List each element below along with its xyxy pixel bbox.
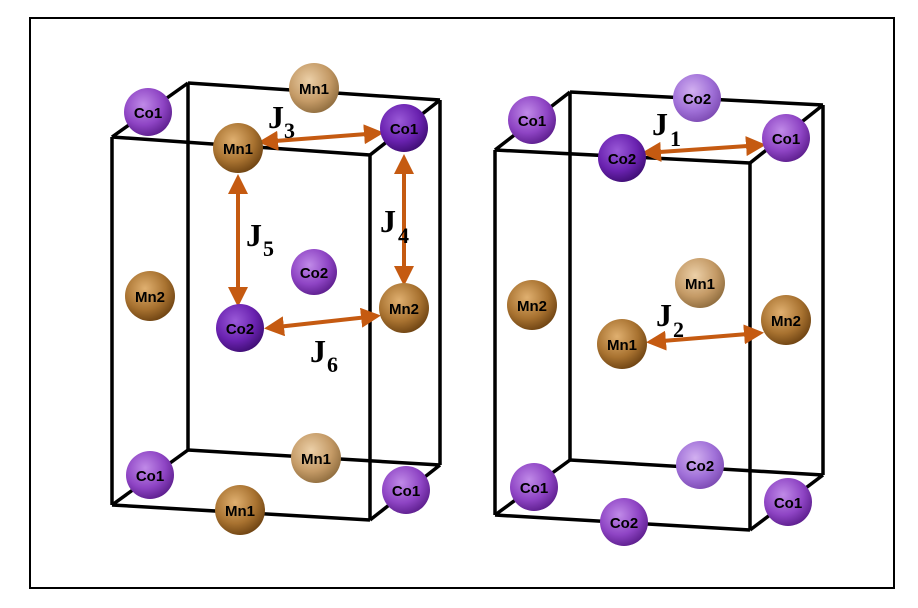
atom-label: Co2 [610, 515, 638, 532]
label-j3: J 3 [268, 99, 295, 143]
atom-label: Mn1 [223, 141, 253, 158]
atom-label: Mn2 [389, 301, 419, 318]
atom-mn2: Mn2 [507, 280, 557, 330]
atom-co1: Co1 [124, 88, 172, 136]
atom-co1: Co1 [764, 478, 812, 526]
atom-co2: Co2 [673, 74, 721, 122]
figure-border [29, 17, 895, 589]
atom-co2: Co2 [291, 249, 337, 295]
atom-label: Mn1 [225, 503, 255, 520]
atom-mn1: Mn1 [597, 319, 647, 369]
j3-subscript: 3 [284, 118, 295, 143]
atom-co2: Co2 [600, 498, 648, 546]
j3-letter: J [268, 99, 284, 135]
atom-mn2: Mn2 [379, 283, 429, 333]
j2-subscript: 2 [673, 317, 684, 342]
label-j2: J 2 [656, 297, 684, 342]
atom-label: Co1 [772, 131, 800, 148]
exchange-arrows [228, 124, 766, 351]
atom-label: Mn2 [135, 289, 165, 306]
atom-label: Co1 [136, 468, 164, 485]
atom-label: Co1 [390, 121, 418, 138]
atom-label: Mn2 [517, 298, 547, 315]
label-j5: J 5 [246, 217, 274, 261]
atom-label: Co1 [520, 480, 548, 497]
atom-mn1: Mn1 [215, 485, 265, 535]
arrow-j2 [646, 324, 764, 351]
arrow-j3 [258, 124, 384, 151]
atom-label: Co2 [608, 151, 636, 168]
atom-label: Mn1 [299, 81, 329, 98]
atom-label: Co1 [518, 113, 546, 130]
atom-co1: Co1 [510, 463, 558, 511]
atom-label: Mn1 [301, 451, 331, 468]
label-j6: J 6 [310, 333, 338, 377]
atom-label: Mn2 [771, 313, 801, 330]
atom-co2: Co2 [676, 441, 724, 489]
atom-mn2: Mn2 [125, 271, 175, 321]
j1-letter: J [652, 106, 668, 142]
atom-co1: Co1 [508, 96, 556, 144]
j6-subscript: 6 [327, 352, 338, 377]
atom-label: Co1 [134, 105, 162, 122]
j4-letter: J [380, 203, 396, 239]
atom-label: Mn1 [685, 276, 715, 293]
atom-label: Co1 [392, 483, 420, 500]
atom-mn1: Mn1 [675, 258, 725, 308]
j5-letter: J [246, 217, 262, 253]
atom-mn1: Mn1 [289, 63, 339, 113]
atom-co1: Co1 [380, 104, 428, 152]
atom-label: Co2 [226, 321, 254, 338]
atom-label: Mn1 [607, 337, 637, 354]
arrow-j6 [264, 307, 381, 337]
atom-co2: Co2 [216, 304, 264, 352]
atom-mn1: Mn1 [291, 433, 341, 483]
j5-subscript: 5 [263, 236, 274, 261]
atom-label: Co1 [774, 495, 802, 512]
atom-label: Co2 [300, 265, 328, 282]
atom-co1: Co1 [126, 451, 174, 499]
atom-label: Co2 [686, 458, 714, 475]
j1-subscript: 1 [670, 126, 681, 151]
label-j4: J 4 [380, 203, 409, 248]
atom-co1: Co1 [382, 466, 430, 514]
arrow-j1 [641, 136, 766, 162]
atom-mn1: Mn1 [213, 123, 263, 173]
atom-label: Co2 [683, 91, 711, 108]
j2-letter: J [656, 297, 672, 333]
atom-mn2: Mn2 [761, 295, 811, 345]
label-j1: J 1 [652, 106, 681, 151]
atom-co2: Co2 [598, 134, 646, 182]
j4-subscript: 4 [398, 223, 409, 248]
j6-letter: J [310, 333, 326, 369]
atom-co1: Co1 [762, 114, 810, 162]
